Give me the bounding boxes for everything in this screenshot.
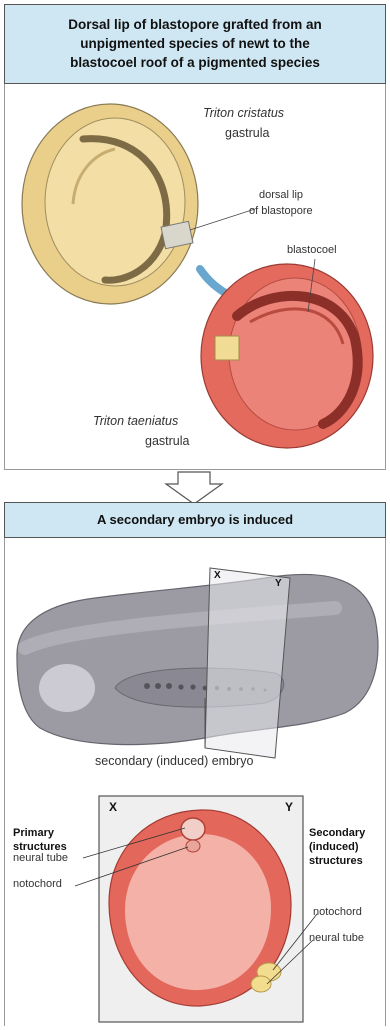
section-x-label: X xyxy=(109,800,117,814)
secondary-notochord-label: notochord xyxy=(313,906,362,918)
secondary-structures-title: Secondary (induced) structures xyxy=(309,826,365,868)
blastocoel-label: blastocoel xyxy=(287,244,337,256)
species1-stage-label: gastrula xyxy=(225,126,269,140)
top-caption-line1: Dorsal lip of blastopore grafted from an xyxy=(5,15,385,34)
primary-title-line1: Primary xyxy=(13,826,67,840)
species2-label: Triton taeniatus xyxy=(93,414,178,428)
plane-x-label: X xyxy=(214,570,221,581)
plane-y-label: Y xyxy=(275,578,282,589)
graft-illustration xyxy=(5,84,387,470)
top-caption-box: Dorsal lip of blastopore grafted from an… xyxy=(4,4,386,84)
species1-label: Triton cristatus xyxy=(203,106,284,120)
induction-panel: X Y secondary (induced) embryo X Y Prima… xyxy=(4,538,386,1026)
dorsal-lip-label-1: dorsal lip xyxy=(259,189,303,201)
primary-structures-title: Primary structures xyxy=(13,826,67,854)
secondary-neural-tube-label: neural tube xyxy=(309,932,364,944)
section-y-label: Y xyxy=(285,800,293,814)
secondary-title-line3: structures xyxy=(309,854,365,868)
species2-stage-label: gastrula xyxy=(145,434,189,448)
cristatus-gastrula-illustration xyxy=(22,104,198,304)
graft-panel: Triton cristatus gastrula dorsal lip of … xyxy=(4,84,386,470)
secondary-embryo-caption: secondary (induced) embryo xyxy=(95,754,253,768)
secondary-title-line2: (induced) xyxy=(309,840,365,854)
embryo-illustration xyxy=(5,538,387,1026)
bottom-caption-box: A secondary embryo is induced xyxy=(4,502,386,538)
taeniatus-gastrula-illustration xyxy=(201,264,373,448)
secondary-title-line1: Secondary xyxy=(309,826,365,840)
primary-notochord-label: notochord xyxy=(13,878,62,890)
bottom-caption: A secondary embryo is induced xyxy=(97,512,293,527)
top-caption-line3: blastocoel roof of a pigmented species xyxy=(5,53,385,72)
primary-neural-tube-label: neural tube xyxy=(13,852,68,864)
dorsal-lip-label-2: of blastopore xyxy=(249,205,313,217)
top-caption-line2: unpigmented species of newt to the xyxy=(5,34,385,53)
